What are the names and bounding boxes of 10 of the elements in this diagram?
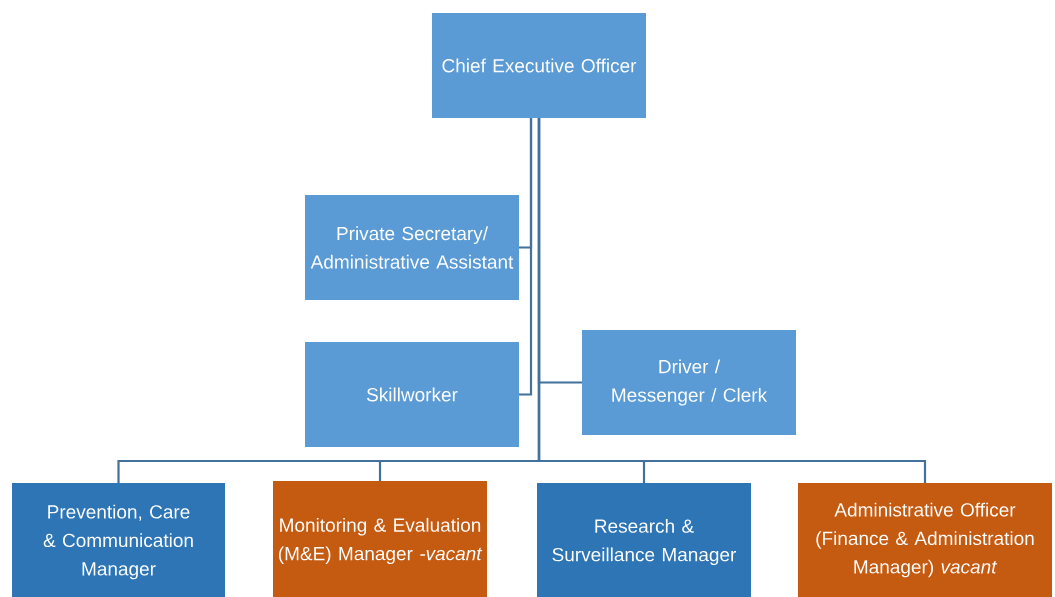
connector-line — [519, 118, 533, 396]
org-box: Driver / Messenger / Clerk — [582, 330, 796, 435]
org-box: Skillworker — [305, 342, 519, 447]
org-box: Prevention, Care & Communication Manager — [12, 483, 225, 597]
org-box: Chief Executive Officer — [432, 13, 646, 118]
org-box: Administrative Officer (Finance & Administration Manager) vacant — [798, 483, 1052, 597]
org-box: Private Secretary/ Administrative Assistant — [305, 195, 519, 300]
org-box: Monitoring & Evaluation (M&E) Manager -vacant — [273, 481, 487, 597]
connector-line — [537, 118, 927, 483]
org-box: Research & Surveillance Manager — [537, 483, 751, 597]
